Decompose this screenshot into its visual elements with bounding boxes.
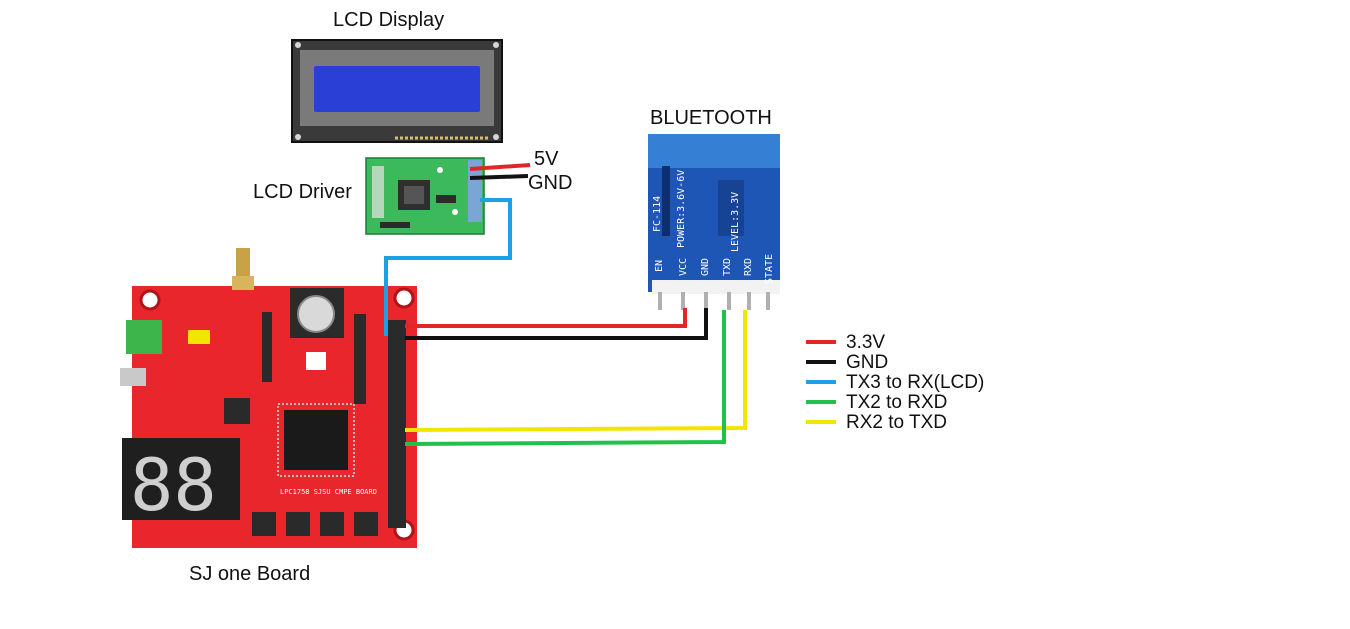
wire-driver-gnd [469, 174, 529, 180]
wire-5v [469, 163, 531, 171]
legend-text: TX3 to RX(LCD) [846, 372, 985, 393]
legend-swatch [806, 360, 836, 364]
bluetooth-pin-headers [658, 292, 770, 310]
bt-pin-rxd: RXD [743, 258, 754, 276]
legend-text: GND [846, 352, 889, 373]
bt-pin-en: EN [654, 260, 665, 272]
wire-tx2 [404, 310, 726, 446]
legend-swatch [806, 380, 836, 384]
wire-rx2 [404, 310, 747, 432]
v5-label: 5V [534, 148, 559, 170]
lcd-display [291, 39, 503, 143]
legend-swatch [806, 340, 836, 344]
bt-pin-txd: TXD [722, 258, 733, 276]
driver-gnd-label: GND [528, 172, 573, 194]
bt-print-power: POWER:3.6V-6V [676, 170, 687, 248]
legend-text: RX2 to TXD [846, 412, 948, 433]
bluetooth-module: EN VCC GND TXD RXD STATE POWER:3.6V-6V L… [648, 134, 780, 310]
legend-text: 3.3V [846, 332, 886, 353]
lcd-screen [314, 66, 480, 112]
board-header-pins [388, 320, 406, 528]
bt-print-level: LEVEL:3.3V [730, 192, 741, 252]
seven-segment-digits: 88 [130, 443, 217, 527]
legend-swatch [806, 400, 836, 404]
wire-gnd [405, 308, 708, 340]
bt-pin-vcc: VCC [678, 258, 689, 276]
bluetooth-label: BLUETOOTH [650, 107, 772, 129]
wires [384, 163, 747, 446]
seven-segment-display [122, 438, 240, 520]
bt-pin-state: STATE [764, 254, 775, 284]
bt-pin-gnd: GND [700, 258, 711, 276]
wire-3v3 [405, 308, 687, 328]
sj-one-board-label: SJ one Board [189, 563, 311, 585]
sj-one-board: 88 LPC1758 SJSU CMPE BOARD [120, 248, 417, 548]
lcd-driver [365, 157, 485, 235]
legend-swatch [806, 420, 836, 424]
lcd-display-label: LCD Display [333, 9, 445, 31]
bt-print-model: FC-114 [652, 196, 663, 232]
lcd-driver-label: LCD Driver [253, 181, 352, 203]
board-chip-print: LPC1758 SJSU CMPE BOARD [280, 488, 377, 496]
legend-text: TX2 to RXD [846, 392, 948, 413]
wire-tx3 [384, 198, 512, 336]
